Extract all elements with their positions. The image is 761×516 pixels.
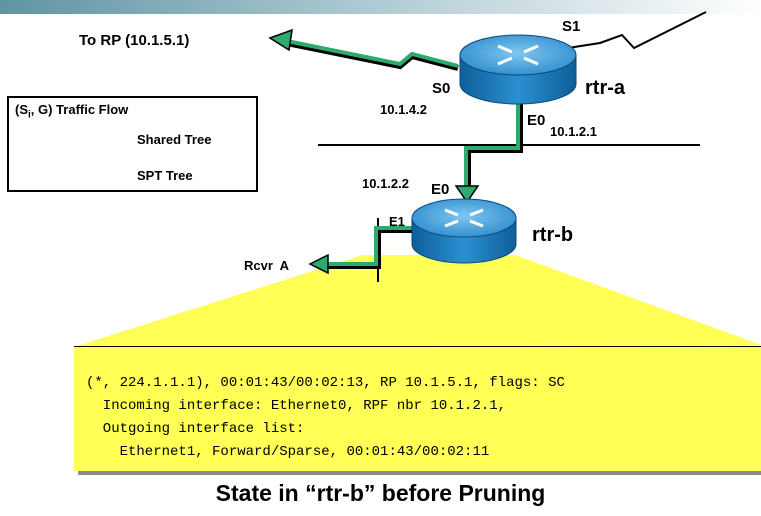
rtr-a-e0-label: E0 <box>527 112 546 129</box>
output-line-3: Outgoing interface list: <box>86 421 305 437</box>
router-rtr-a <box>459 34 577 105</box>
rtr-b-e1-label: E1 <box>389 214 405 229</box>
rtr-b-e0-label: E0 <box>431 181 450 198</box>
rtr-a-name: rtr-a <box>585 77 626 99</box>
to-rp-label: To RP (10.1.5.1) <box>79 32 190 49</box>
legend-box <box>7 96 258 192</box>
rtr-a-s0-label: S0 <box>432 80 451 97</box>
serial-s1-link <box>554 11 707 51</box>
rtr-a-s1-label: S1 <box>562 18 581 35</box>
rtr-a-s0-ip: 10.1.4.2 <box>380 102 427 117</box>
shared-tree-a-to-b <box>454 104 523 204</box>
router-output-box: (*, 224.1.1.1), 00:01:43/00:02:13, RP 10… <box>74 346 761 471</box>
legend-shared-tree-label: Shared Tree <box>137 132 212 147</box>
receiver-label: Rcvr A <box>244 258 290 273</box>
legend-title: (Si, G) Traffic Flow <box>15 102 129 121</box>
legend-title-sub: i <box>28 109 31 121</box>
header-band <box>0 0 761 14</box>
output-line-2: Incoming interface: Ethernet0, RPF nbr 1… <box>86 398 507 414</box>
rtr-a-e0-ip: 10.1.2.1 <box>550 124 597 139</box>
legend-spt-tree-label: SPT Tree <box>137 168 193 183</box>
shared-tree-b-to-rcvr <box>308 226 412 275</box>
output-line-1: (*, 224.1.1.1), 00:01:43/00:02:13, RP 10… <box>86 375 565 391</box>
rtr-b-e0-ip: 10.1.2.2 <box>362 176 409 191</box>
output-line-4: Ethernet1, Forward/Sparse, 00:01:43/00:0… <box>86 444 490 460</box>
rtr-b-name: rtr-b <box>532 224 574 246</box>
router-rtr-b <box>411 198 517 264</box>
shared-tree-rp-link <box>268 28 459 71</box>
state-fan <box>74 255 761 347</box>
slide-caption: State in “rtr-b” before Pruning <box>215 480 546 506</box>
